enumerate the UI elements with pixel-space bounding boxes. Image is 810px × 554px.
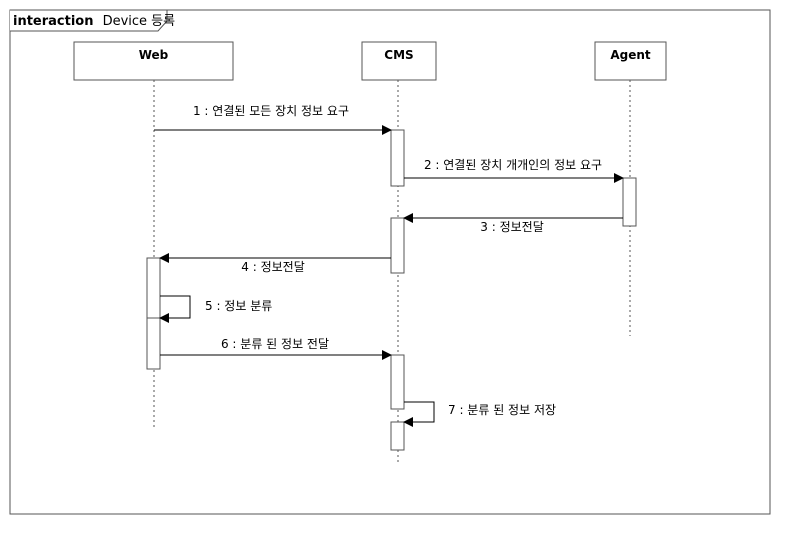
message-1-label: 1 : 연결된 모든 장치 정보 요구 — [193, 104, 349, 118]
message-3-label: 3 : 정보전달 — [480, 220, 543, 234]
activation-agent-1 — [622, 177, 637, 227]
frame-label-tab — [10, 9, 168, 32]
message-7-arrow — [403, 401, 435, 427]
frame-keyword: interaction — [13, 14, 94, 29]
message-7-label: 7 : 분류 된 정보 저장 — [448, 403, 556, 417]
activation-web-2 — [146, 317, 161, 370]
message-2-label: 2 : 연결된 장치 개개인의 정보 요구 — [424, 158, 602, 172]
activation-cms-1 — [390, 129, 405, 187]
activation-cms-4 — [390, 421, 405, 451]
frame-name: Device 등록 — [103, 14, 176, 29]
frame-label: interaction Device 등록 — [13, 10, 175, 29]
message-4-label: 4 : 정보전달 — [241, 260, 304, 274]
interaction-frame — [9, 9, 771, 515]
message-5-label: 5 : 정보 분류 — [205, 299, 272, 313]
activation-web-1 — [146, 257, 161, 321]
message-6-label: 6 : 분류 된 정보 전달 — [221, 337, 329, 351]
activation-cms-2 — [390, 217, 405, 274]
lifeline-label-cms: CMS — [384, 48, 413, 62]
lifeline-head-cms[interactable] — [361, 41, 437, 81]
lifeline-label-web: Web — [139, 48, 169, 62]
activation-cms-3 — [390, 354, 405, 410]
message-5-arrow — [159, 295, 191, 323]
lifeline-label-agent: Agent — [610, 48, 651, 62]
